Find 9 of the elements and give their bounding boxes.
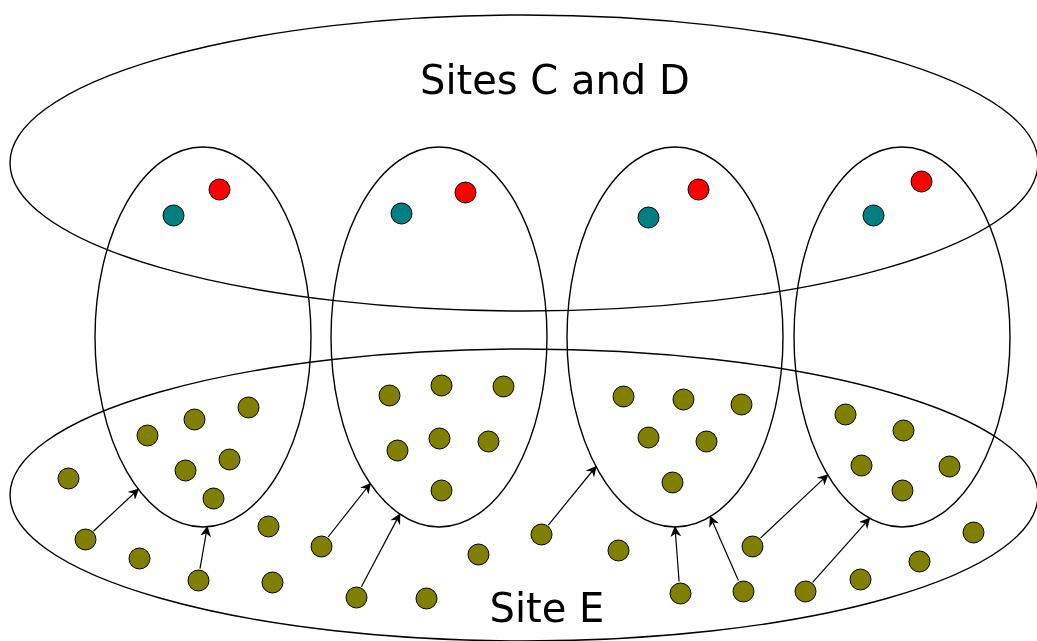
arrow — [360, 513, 401, 588]
arrow — [812, 517, 871, 583]
arrow — [670, 525, 682, 583]
arrow — [199, 525, 211, 570]
arrow — [709, 515, 739, 582]
arrow — [327, 482, 371, 538]
arrow — [547, 465, 597, 526]
arrow — [759, 474, 829, 539]
arrow — [92, 488, 140, 532]
